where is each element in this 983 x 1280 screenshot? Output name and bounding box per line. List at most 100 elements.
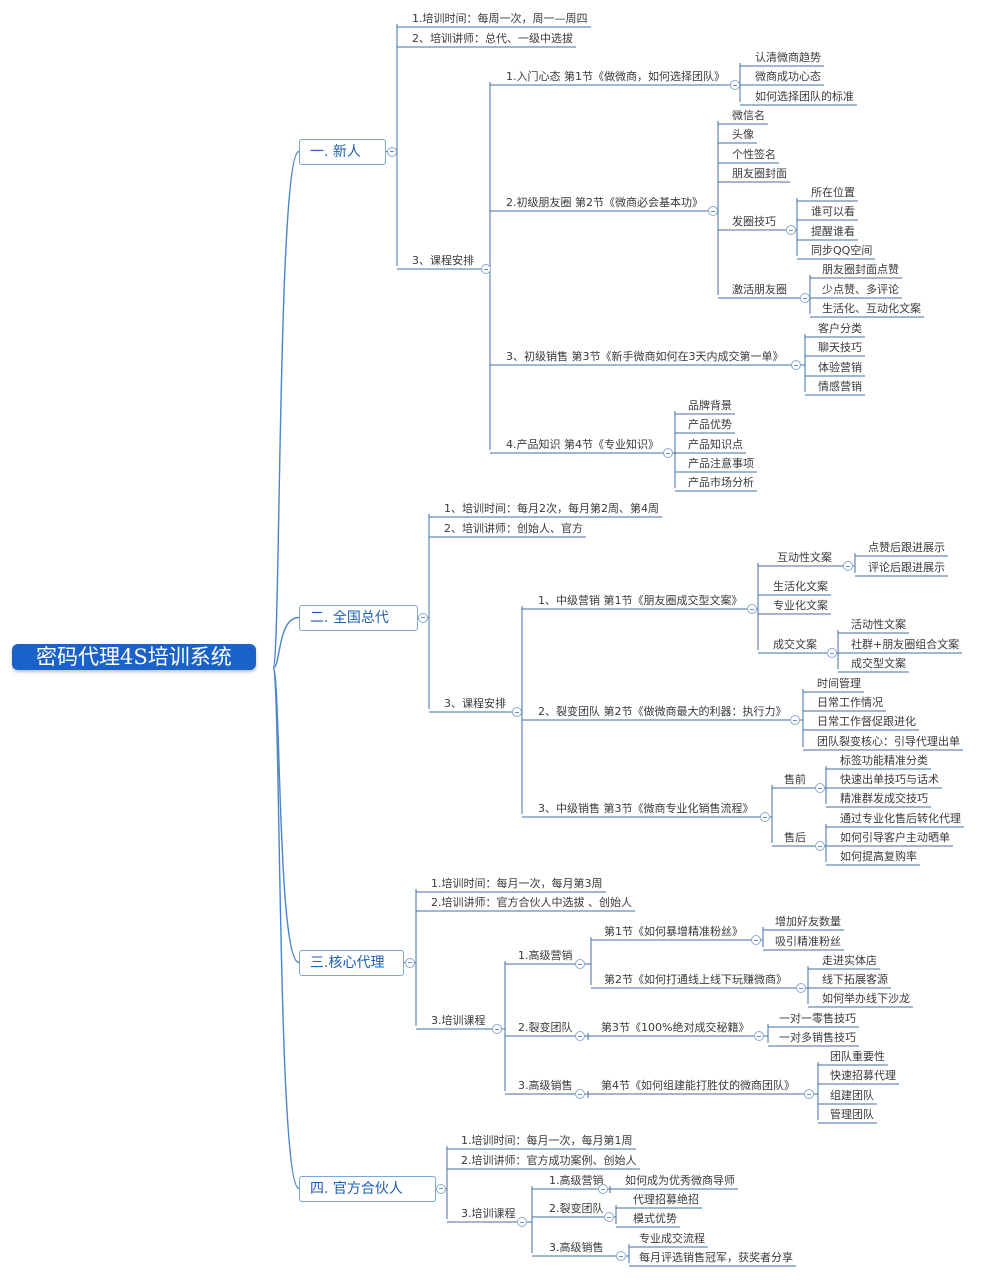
topic-node-d2[interactable]: 3、初级销售 第3节《新手微商如何在3天内成交第一单》: [506, 350, 784, 363]
topic-node-d4[interactable]: 如何提高复购率: [840, 850, 917, 863]
topic-node-d1[interactable]: 2、培训讲师：创始人、官方: [444, 522, 583, 535]
main-branch-topic[interactable]: 一. 新人: [299, 139, 386, 165]
collapse-toggle-icon[interactable]: [517, 1217, 527, 1227]
topic-node-d3[interactable]: 朋友圈封面: [732, 167, 787, 180]
topic-node-d3[interactable]: 认清微商趋势: [755, 51, 821, 64]
collapse-toggle-icon[interactable]: [747, 604, 757, 614]
collapse-toggle-icon[interactable]: [405, 957, 415, 968]
topic-node-d3[interactable]: 激活朋友圈: [732, 283, 787, 296]
topic-node-d3[interactable]: 产品优势: [688, 418, 732, 431]
topic-node-d3[interactable]: 互动性文案: [777, 551, 832, 564]
topic-node-d4[interactable]: 标签功能精准分类: [840, 754, 928, 767]
collapse-toggle-icon[interactable]: [796, 983, 806, 993]
topic-node-d1[interactable]: 2.培训讲师：官方合伙人中选拔 、创始人: [431, 896, 632, 909]
topic-node-d4[interactable]: 如何举办线下沙龙: [822, 992, 910, 1005]
topic-node-d2[interactable]: 2.初级朋友圈 第2节《微商必会基本功》: [506, 196, 703, 209]
collapse-toggle-icon[interactable]: [708, 206, 718, 216]
topic-node-d3[interactable]: 模式优势: [633, 1212, 677, 1225]
main-branch-topic[interactable]: 二. 全国总代: [299, 605, 418, 631]
topic-node-d1[interactable]: 1.培训时间：每月一次，每月第1周: [461, 1134, 633, 1147]
topic-node-d3[interactable]: 售前: [784, 773, 806, 786]
collapse-toggle-icon[interactable]: [663, 448, 673, 458]
topic-node-d3[interactable]: 专业化文案: [773, 599, 828, 612]
topic-node-d1[interactable]: 3.培训课程: [431, 1014, 486, 1027]
topic-node-d4[interactable]: 生活化、互动化文案: [822, 302, 921, 315]
topic-node-d3[interactable]: 体验营销: [818, 361, 862, 374]
collapse-toggle-icon[interactable]: [604, 1212, 614, 1222]
collapse-toggle-icon[interactable]: [387, 146, 397, 157]
topic-node-d1[interactable]: 3.培训课程: [461, 1207, 516, 1220]
topic-node-d4[interactable]: 精准群发成交技巧: [840, 792, 928, 805]
topic-node-d3[interactable]: 如何成为优秀微商导师: [625, 1174, 735, 1187]
topic-node-d3[interactable]: 团队裂变核心：引导代理出单: [817, 735, 960, 748]
topic-node-d3[interactable]: 发圈技巧: [732, 215, 776, 228]
collapse-toggle-icon[interactable]: [575, 959, 585, 969]
topic-node-d4[interactable]: 点赞后跟进展示: [868, 541, 945, 554]
topic-node-d1[interactable]: 1.培训时间：每周一次，周一—周四: [412, 12, 588, 25]
topic-node-d4[interactable]: 活动性文案: [851, 618, 906, 631]
collapse-toggle-icon[interactable]: [827, 648, 837, 658]
topic-node-d1[interactable]: 1、培训时间：每月2次，每月第2周、第4周: [444, 502, 659, 515]
topic-node-d4[interactable]: 走进实体店: [822, 954, 877, 967]
topic-node-d1[interactable]: 2、培训讲师：总代、一级中选拔: [412, 32, 573, 45]
topic-node-d2[interactable]: 1.高级营销: [518, 949, 573, 962]
topic-node-d4[interactable]: 朋友圈封面点赞: [822, 263, 899, 276]
topic-node-d4[interactable]: 提醒谁看: [811, 225, 855, 238]
collapse-toggle-icon[interactable]: [815, 841, 825, 851]
topic-node-d2[interactable]: 2、裂变团队 第2节《做微商最大的利器：执行力》: [538, 705, 787, 718]
topic-node-d1[interactable]: 3、课程安排: [444, 697, 506, 710]
topic-node-d3[interactable]: 个性签名: [732, 148, 776, 161]
collapse-toggle-icon[interactable]: [751, 935, 761, 945]
collapse-toggle-icon[interactable]: [616, 1251, 626, 1261]
collapse-toggle-icon[interactable]: [815, 783, 825, 793]
collapse-toggle-icon[interactable]: [791, 360, 801, 370]
topic-node-d3[interactable]: 成交文案: [773, 638, 817, 651]
topic-node-d3[interactable]: 时间管理: [817, 677, 861, 690]
topic-node-d3[interactable]: 日常工作督促跟进化: [817, 715, 916, 728]
topic-node-d4[interactable]: 成交型文案: [851, 657, 906, 670]
topic-node-d3[interactable]: 第2节《如何打通线上线下玩赚微商》: [604, 973, 787, 986]
topic-node-d4[interactable]: 快速出单技巧与话术: [840, 773, 939, 786]
topic-node-d4[interactable]: 如何引导客户主动晒单: [840, 831, 950, 844]
topic-node-d3[interactable]: 日常工作情况: [817, 696, 883, 709]
topic-node-d4[interactable]: 快速招募代理: [830, 1069, 896, 1082]
topic-node-d3[interactable]: 生活化文案: [773, 580, 828, 593]
topic-node-d4[interactable]: 评论后跟进展示: [868, 561, 945, 574]
collapse-toggle-icon[interactable]: [598, 1184, 608, 1194]
topic-node-d3[interactable]: 客户分类: [818, 322, 862, 335]
collapse-toggle-icon[interactable]: [754, 1031, 764, 1041]
collapse-toggle-icon[interactable]: [575, 1089, 585, 1099]
topic-node-d1[interactable]: 3、课程安排: [412, 254, 474, 267]
topic-node-d4[interactable]: 同步QQ空间: [811, 244, 873, 257]
topic-node-d3[interactable]: 聊天技巧: [818, 341, 862, 354]
collapse-toggle-icon[interactable]: [492, 1024, 502, 1034]
topic-node-d2[interactable]: 3、中级销售 第3节《微商专业化销售流程》: [538, 802, 754, 815]
topic-node-d2[interactable]: 2.裂变团队: [518, 1021, 573, 1034]
collapse-toggle-icon[interactable]: [760, 812, 770, 822]
main-branch-topic[interactable]: 三.核心代理: [299, 950, 404, 976]
topic-node-d4[interactable]: 一对一零售技巧: [779, 1012, 856, 1025]
topic-node-d4[interactable]: 所在位置: [811, 186, 855, 199]
collapse-toggle-icon[interactable]: [790, 715, 800, 725]
topic-node-d2[interactable]: 1、中级营销 第1节《朋友圈成交型文案》: [538, 594, 743, 607]
topic-node-d3[interactable]: 微商成功心态: [755, 70, 821, 83]
topic-node-d4[interactable]: 谁可以看: [811, 205, 855, 218]
topic-node-d4[interactable]: 团队重要性: [830, 1050, 885, 1063]
topic-node-d2[interactable]: 4.产品知识 第4节《专业知识》: [506, 438, 659, 451]
topic-node-d3[interactable]: 如何选择团队的标准: [755, 90, 854, 103]
topic-node-d3[interactable]: 微信名: [732, 109, 765, 122]
topic-node-d4[interactable]: 社群+朋友圈组合文案: [851, 638, 960, 651]
topic-node-d3[interactable]: 第1节《如何暴增精准粉丝》: [604, 925, 743, 938]
collapse-toggle-icon[interactable]: [418, 612, 428, 623]
topic-node-d2[interactable]: 1.高级营销: [549, 1174, 604, 1187]
collapse-toggle-icon[interactable]: [804, 1089, 814, 1099]
collapse-toggle-icon[interactable]: [786, 225, 796, 235]
topic-node-d3[interactable]: 第3节《100%绝对成交秘籍》: [601, 1021, 750, 1034]
topic-node-d1[interactable]: 2.培训讲师：官方成功案例、创始人: [461, 1154, 637, 1167]
topic-node-d4[interactable]: 组建团队: [830, 1089, 874, 1102]
collapse-toggle-icon[interactable]: [575, 1031, 585, 1041]
topic-node-d3[interactable]: 专业成交流程: [639, 1232, 705, 1245]
topic-node-d2[interactable]: 3.高级销售: [549, 1241, 604, 1254]
collapse-toggle-icon[interactable]: [512, 707, 522, 717]
topic-node-d3[interactable]: 品牌背景: [688, 399, 732, 412]
